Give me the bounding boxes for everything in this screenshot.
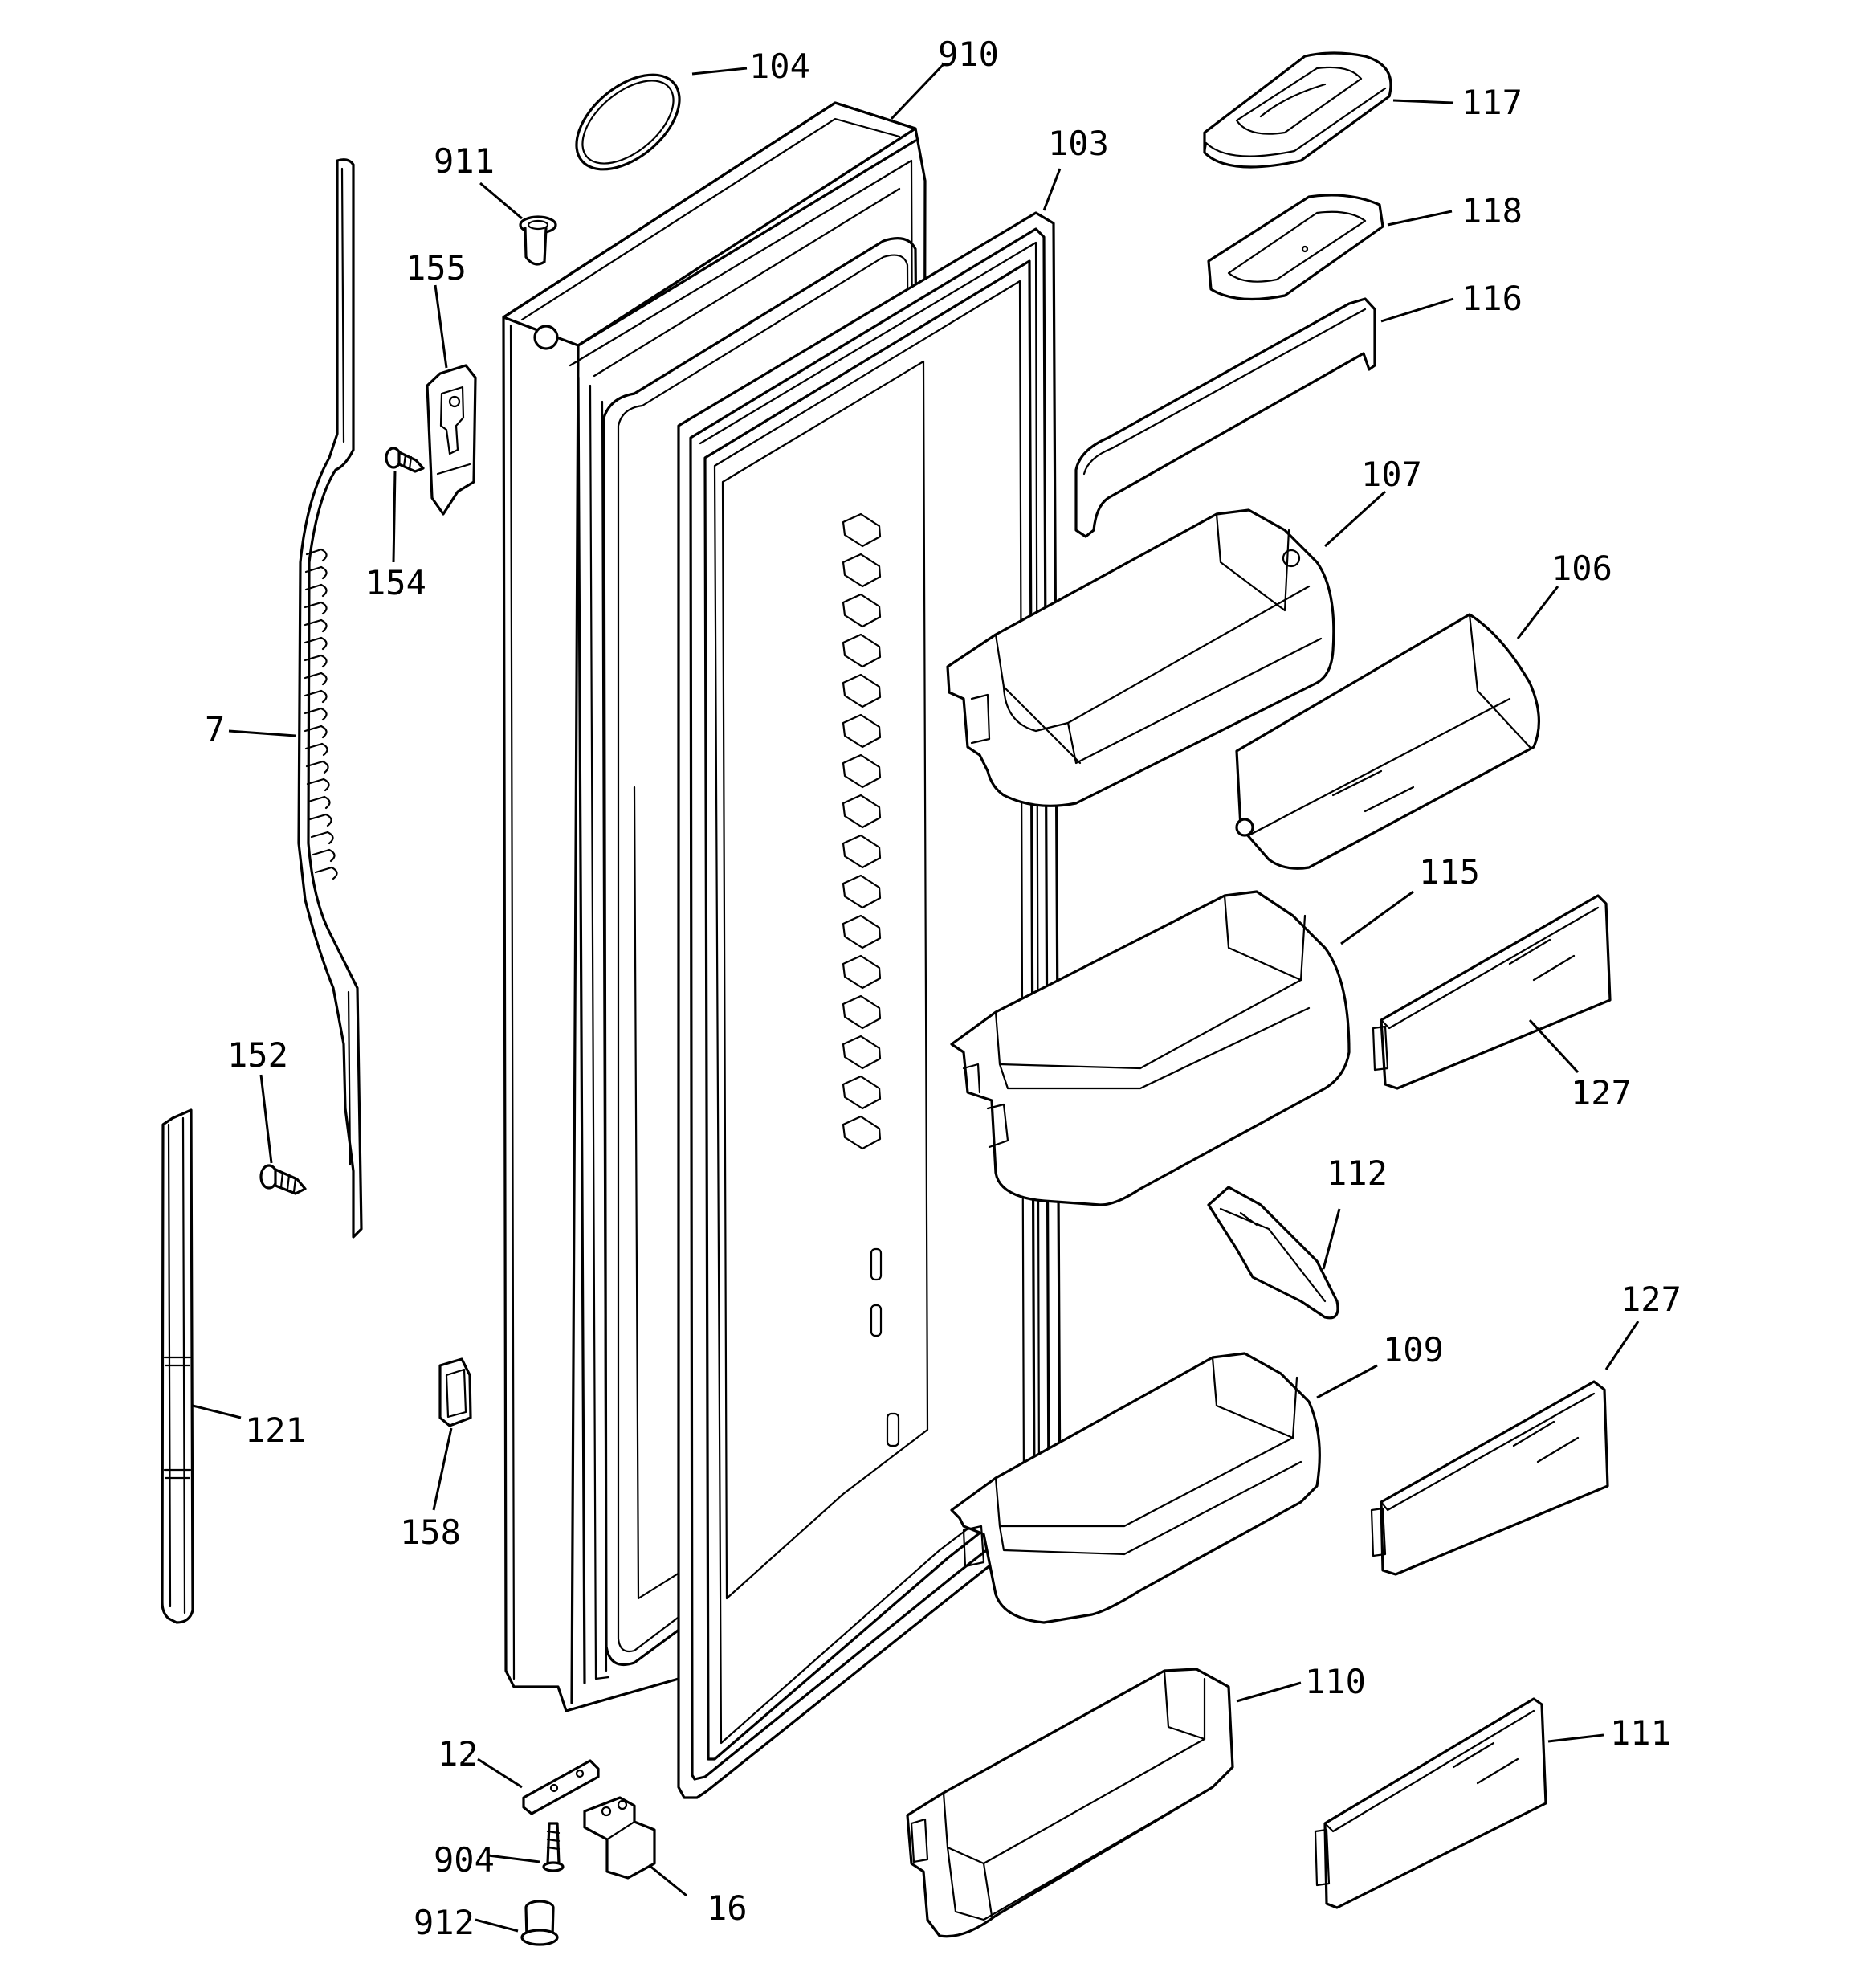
callout-label: 158: [400, 1512, 461, 1552]
part-top-bushing: [519, 215, 557, 266]
callout-label: 110: [1305, 1662, 1366, 1701]
callout-label: 155: [406, 248, 467, 288]
callout-label: 12: [438, 1734, 479, 1774]
callout-label: 116: [1461, 279, 1523, 318]
callout-label: 112: [1327, 1153, 1388, 1193]
callout-label: 127: [1571, 1073, 1632, 1112]
part-bottom-hinge: [583, 1796, 656, 1880]
callout-label: 115: [1419, 852, 1480, 892]
callout-label: 109: [1383, 1330, 1444, 1370]
part-bin-divider: [1207, 1186, 1339, 1320]
callout-label: 117: [1461, 83, 1523, 122]
part-handle-bracket-screw: [385, 447, 425, 473]
callout-label: 16: [707, 1888, 748, 1928]
part-bin-front-b: [1370, 1380, 1609, 1576]
part-bin-bottom-front: [1314, 1697, 1547, 1909]
callout-label: 103: [1048, 124, 1109, 163]
part-gasket: [677, 211, 1062, 1799]
part-bin-lower: [950, 1352, 1321, 1624]
part-bin-upper-front: [1235, 613, 1540, 870]
callout-labels: 910 103 104 911 155 154 7 152 121 158 12…: [205, 35, 1682, 1942]
callout-label: 107: [1361, 455, 1422, 494]
callout-label: 106: [1551, 549, 1612, 588]
part-dairy-rail: [1074, 297, 1376, 538]
part-trim: [161, 1108, 194, 1624]
part-handle: [297, 158, 363, 1239]
part-hinge-screw: [542, 1822, 565, 1872]
part-bin-front-a: [1372, 894, 1612, 1090]
callout-label: 904: [434, 1840, 495, 1880]
callout-label: 118: [1461, 191, 1523, 231]
callout-label: 152: [227, 1035, 288, 1075]
part-bin-middle: [950, 890, 1351, 1206]
callout-label: 154: [365, 563, 426, 602]
callout-label: 7: [205, 709, 225, 749]
callout-label: 111: [1610, 1713, 1671, 1753]
part-handle-bracket: [426, 364, 477, 516]
leader-lines: [192, 63, 1640, 1933]
callout-label: 910: [938, 35, 999, 74]
part-door-stop: [438, 1357, 472, 1427]
part-door-cap-gasket: [575, 73, 681, 171]
callout-label: 911: [434, 141, 495, 181]
part-hinge-cover: [522, 1759, 600, 1815]
callout-label: 121: [245, 1410, 306, 1450]
part-bin-bottom: [906, 1668, 1234, 1938]
part-dairy-cover: [1203, 51, 1392, 169]
part-handle-screw: [259, 1164, 307, 1195]
callout-label: 127: [1620, 1280, 1682, 1319]
part-bottom-bushing: [520, 1900, 559, 1946]
callout-label: 912: [414, 1903, 475, 1942]
callout-label: 104: [749, 47, 810, 86]
part-bin-upper: [946, 508, 1335, 807]
part-dairy-bin: [1207, 194, 1384, 301]
